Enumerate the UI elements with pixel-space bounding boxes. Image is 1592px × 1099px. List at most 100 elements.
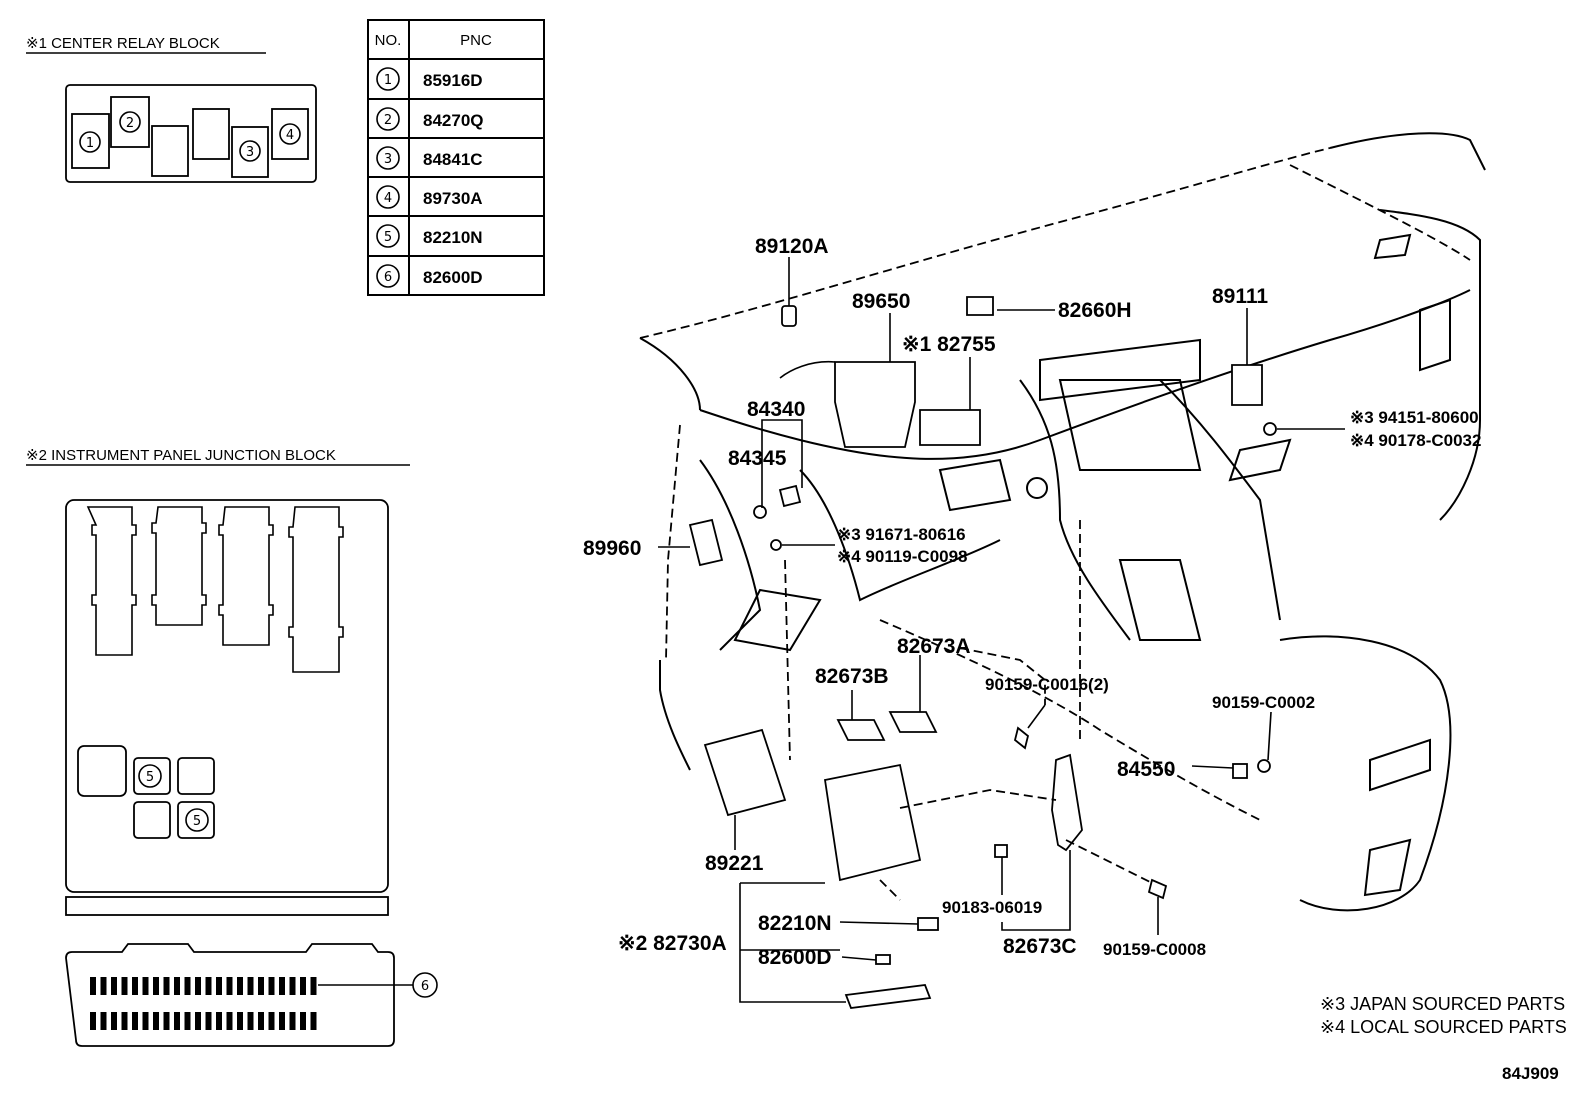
table-header-pnc: PNC xyxy=(460,32,492,49)
label-84340: 84340 xyxy=(747,398,805,421)
label-82673c: 82673C xyxy=(1003,935,1077,958)
fuse-slot xyxy=(111,977,117,995)
fuse-slot xyxy=(289,977,296,995)
label-90159-c0002: 90159-C0002 xyxy=(1212,693,1315,712)
part-82673b-sketch xyxy=(836,719,886,741)
center-vent-lower xyxy=(1118,559,1202,641)
fuse-slot xyxy=(247,1012,254,1030)
relay-slot-large xyxy=(77,745,127,797)
fuse-slot xyxy=(121,977,128,995)
diagram-code: 84J909 xyxy=(1502,1064,1559,1083)
part-90159-c0016-sketch xyxy=(1013,726,1030,750)
center-stack-left xyxy=(1019,379,1131,641)
relay-block-title: ※1 CENTER RELAY BLOCK xyxy=(26,35,220,52)
fuse-slot xyxy=(216,977,222,995)
table-row: 4 89730A xyxy=(376,185,483,209)
table-row-no: 6 xyxy=(384,270,392,285)
lower-dash-line xyxy=(879,619,1261,821)
part-91671-bolt-sketch xyxy=(770,539,782,551)
fuse-slot xyxy=(153,977,159,995)
fuse-slot xyxy=(132,977,138,995)
part-82755-sketch xyxy=(919,409,981,446)
part-junction-cover-sketch xyxy=(844,984,932,1009)
table-row-pnc: 84841C xyxy=(423,150,483,169)
part-84550-sketch xyxy=(1232,763,1248,779)
part-94151-nut-sketch xyxy=(1263,422,1277,436)
fuse-slot xyxy=(132,1012,138,1030)
marker-circle-4 xyxy=(279,123,301,145)
fuse-slot xyxy=(195,977,201,995)
table-row-pnc: 82600D xyxy=(423,268,483,287)
part-sketches xyxy=(688,296,1277,1009)
part-labels: 89120A 89650 82660H ※1 82755 89111 84340… xyxy=(583,235,1481,969)
windshield-edge xyxy=(1329,132,1486,171)
dash-left-bottom xyxy=(659,660,691,771)
label-89960: 89960 xyxy=(583,537,641,560)
dash-right-side xyxy=(1379,209,1481,521)
connector-slot-d xyxy=(288,506,344,673)
right-vent-slot xyxy=(1228,438,1292,482)
label-82755: ※1 82755 xyxy=(902,333,996,356)
fuse-slot xyxy=(237,1012,243,1030)
fuse-slot xyxy=(247,977,254,995)
label-94151-80600: ※3 94151-80600 xyxy=(1350,408,1479,427)
relay-slot-4 xyxy=(271,108,309,160)
fuse-slot xyxy=(289,1012,296,1030)
junction-block-title: ※2 INSTRUMENT PANEL JUNCTION BLOCK xyxy=(26,447,336,464)
fuse-slot xyxy=(258,977,264,995)
fuse-slot xyxy=(226,977,233,995)
part-84340-sketch xyxy=(778,484,802,508)
label-91671-80616: ※3 91671-80616 xyxy=(837,525,966,544)
steering-column-area xyxy=(799,469,1001,602)
center-relay-block: ※1 CENTER RELAY BLOCK 1 2 3 4 xyxy=(26,35,317,183)
table-row: 3 84841C xyxy=(376,146,483,170)
fuse-slot xyxy=(163,977,170,995)
connector-slot-a xyxy=(86,506,137,656)
label-89120a: 89120A xyxy=(755,235,829,258)
fuse-slot xyxy=(90,977,96,995)
label-82600d: 82600D xyxy=(758,946,832,969)
defrost-vent xyxy=(1373,233,1412,260)
fuse-slot xyxy=(90,1012,96,1030)
fuse-slot xyxy=(205,977,212,995)
label-82730a: ※2 82730A xyxy=(618,932,727,955)
fuse-slot xyxy=(142,977,149,995)
pnc-table-border xyxy=(367,19,545,296)
fuse-slot xyxy=(258,1012,264,1030)
label-90159-c0008: 90159-C0008 xyxy=(1103,940,1206,959)
fuse-slot xyxy=(184,1012,191,1030)
marker-circle-3 xyxy=(239,140,261,162)
part-89111-sketch xyxy=(1231,364,1263,406)
dash-mid-line xyxy=(699,289,1471,460)
fuse-slot xyxy=(205,1012,212,1030)
part-84345-sketch xyxy=(753,505,767,519)
fuse-slot xyxy=(216,1012,222,1030)
lower-left-panel xyxy=(733,588,822,652)
fuse-slot xyxy=(100,1012,107,1030)
fuse-slot xyxy=(279,1012,285,1030)
fuse-slot xyxy=(310,977,317,995)
fuse-slot xyxy=(310,1012,317,1030)
part-82210n-sketch xyxy=(917,917,939,931)
marker-6: 6 xyxy=(421,979,429,994)
fuse-row-top xyxy=(90,977,317,995)
cluster-hood xyxy=(938,458,1012,512)
table-row-no: 1 xyxy=(384,73,392,88)
label-82210n: 82210N xyxy=(758,912,832,935)
pnc-table: NO. PNC 1 85916D 2 84270Q 3 84841C 4 897… xyxy=(367,19,545,296)
table-row: 6 82600D xyxy=(376,264,483,288)
table-row-no: 3 xyxy=(384,152,392,167)
ignition-switch-hole xyxy=(1026,477,1048,499)
table-row-pnc: 84270Q xyxy=(423,111,484,130)
passenger-vent xyxy=(1369,738,1431,792)
table-row-no: 5 xyxy=(384,230,392,245)
label-84345: 84345 xyxy=(728,447,787,470)
fuse-slot xyxy=(300,1012,306,1030)
part-90159-c0008-sketch xyxy=(1147,878,1168,900)
fuse-slot xyxy=(142,1012,149,1030)
label-82673b: 82673B xyxy=(815,665,889,688)
fuse-slot xyxy=(279,977,285,995)
relay-slot-blank-b xyxy=(192,108,230,160)
table-row-no: 2 xyxy=(384,113,392,128)
